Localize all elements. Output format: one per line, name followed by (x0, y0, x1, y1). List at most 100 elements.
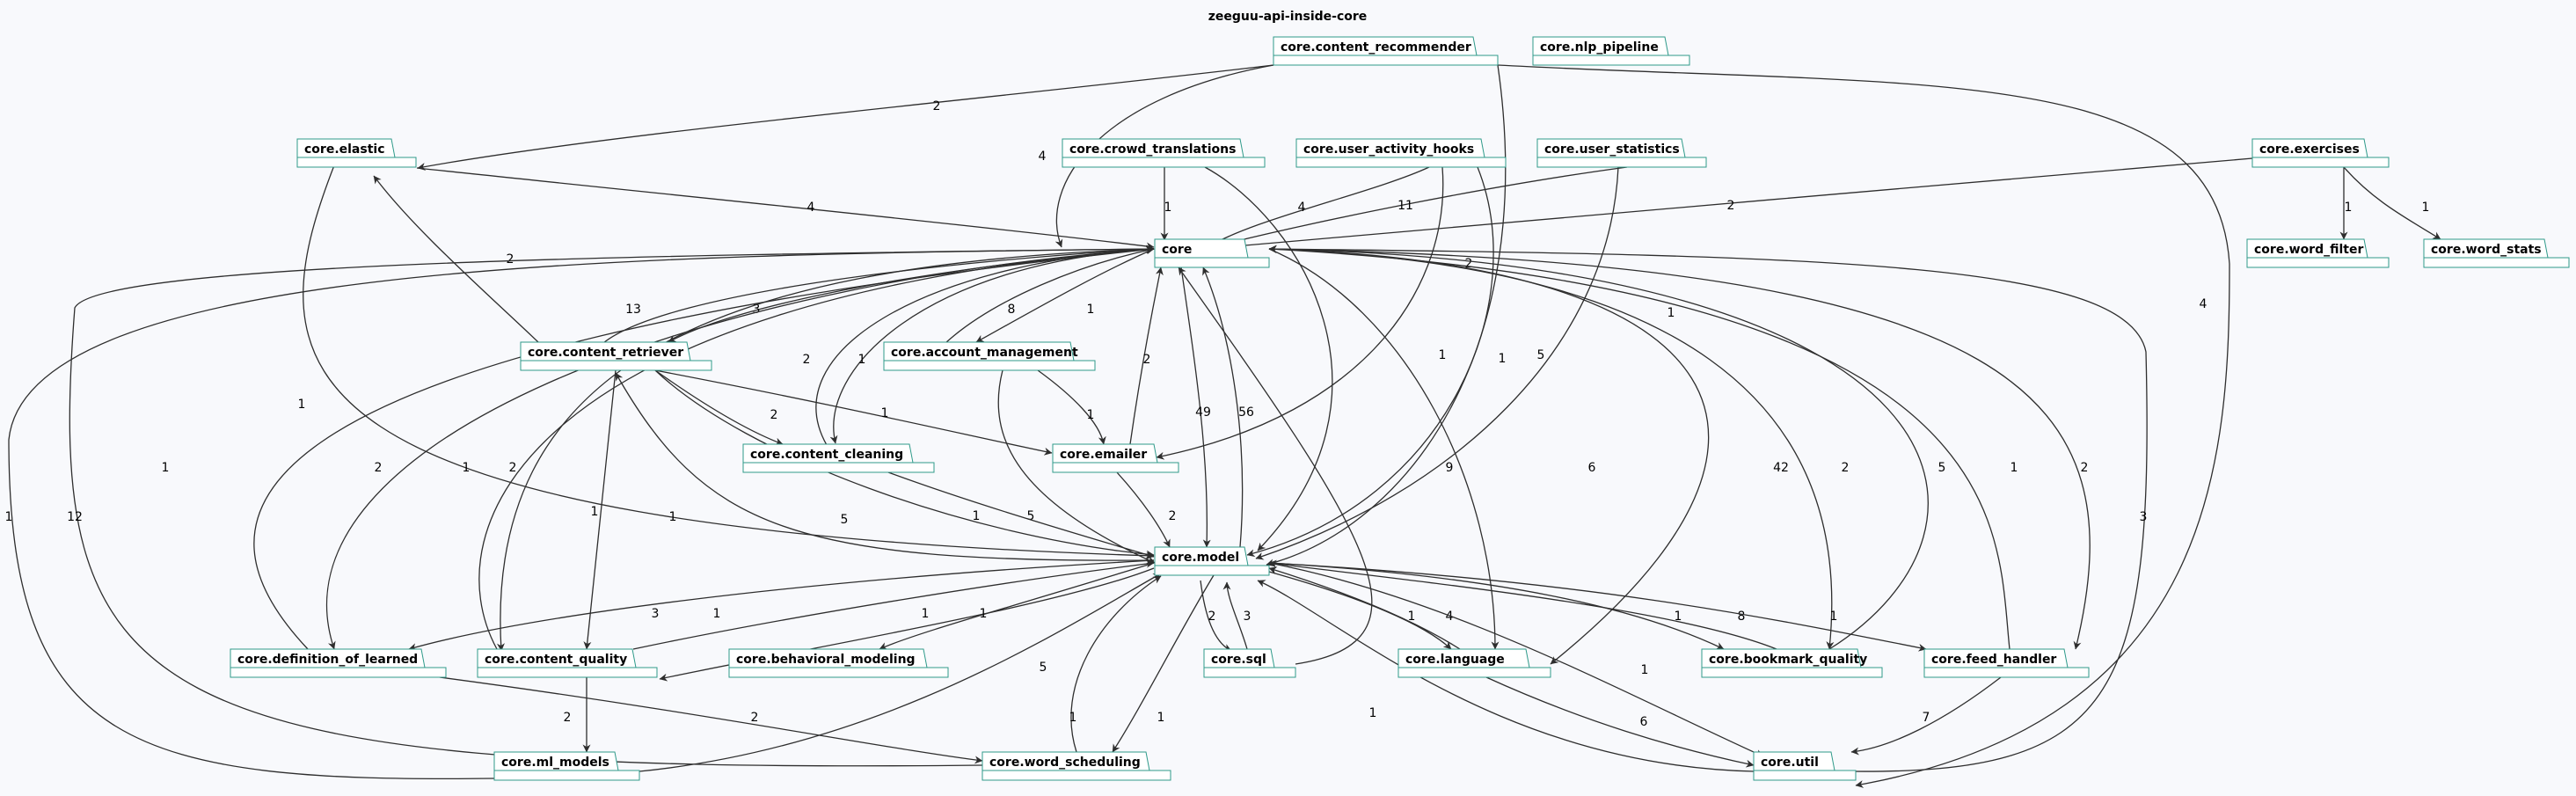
package-user-activity-hooks[interactable]: core.user_activity_hooks (1295, 138, 1507, 168)
dependency-edge: 1 (162, 245, 1155, 650)
package-shape (1062, 138, 1266, 168)
package-shape (2251, 138, 2390, 168)
package-user-statistics[interactable]: core.user_statistics (1536, 138, 1707, 168)
package-content-recommender[interactable]: core.content_recommender (1273, 36, 1499, 66)
dependency-edge: 2 (1156, 166, 1472, 460)
dependency-arrow (1156, 166, 1444, 460)
dependency-count-label: 1 (463, 461, 471, 475)
package-shape (1536, 138, 1707, 168)
dependency-arrow (8, 245, 1155, 779)
dependency-count-label: 2 (375, 461, 383, 475)
dependency-count-label: 56 (1238, 405, 1254, 420)
package-shape (520, 341, 712, 371)
dependency-count-label: 2 (2081, 461, 2089, 475)
dependency-arrow (1268, 562, 1764, 757)
dependency-count-label: 2 (933, 99, 941, 113)
package-name: core.user_activity_hooks (1303, 142, 1474, 157)
dependency-count-label: 3 (652, 607, 660, 621)
dependency-edge: 11 (1204, 166, 1628, 252)
dependency-count-label: 1 (881, 406, 889, 420)
package-name: core.behavioral_modeling (736, 653, 916, 667)
package-definition-of-learned[interactable]: core.definition_of_learned (230, 648, 447, 678)
dependency-arrow (408, 559, 1155, 652)
package-shape (883, 341, 1096, 371)
dependency-count-label: 2 (751, 711, 759, 725)
dependency-count-label: 8 (1738, 610, 1746, 624)
dependency-edge: 5 (639, 573, 1162, 772)
dependency-arrow (1497, 64, 2230, 788)
dependency-arrow (602, 245, 1155, 344)
dependency-count-label: 2 (564, 711, 572, 725)
package-bookmark-quality[interactable]: core.bookmark_quality (1701, 648, 1883, 678)
package-name: core.user_statistics (1544, 142, 1680, 157)
package-nlp-pipeline[interactable]: core.nlp_pipeline (1532, 36, 1690, 66)
dependency-edge: 9 (1178, 267, 1454, 665)
package-util[interactable]: core.util (1753, 751, 1857, 781)
dependency-arrow (326, 248, 1155, 650)
dependency-arrow (654, 369, 1155, 559)
dependency-edge: 3 (408, 559, 1155, 652)
dependency-edge: 2 (654, 369, 784, 446)
dependency-count-label: 1 (858, 353, 866, 367)
package-content-cleaning[interactable]: core.content_cleaning (742, 443, 935, 473)
dependency-arrow (1268, 562, 1927, 652)
package-shape (1295, 138, 1507, 168)
dependency-edge: 8 (1268, 559, 1777, 650)
package-language[interactable]: core.language (1397, 648, 1551, 678)
dependency-arrow (997, 369, 1156, 564)
package-shape (728, 648, 949, 678)
dependency-count-label: 1 (1087, 408, 1095, 422)
dependency-arrow (1200, 580, 1232, 652)
dependency-count-label: 9 (1446, 461, 1454, 475)
package-sql[interactable]: core.sql (1203, 648, 1296, 678)
dependency-arrow (1850, 676, 2002, 756)
dependency-count-label: 1 (1641, 663, 1649, 677)
package-feed-handler[interactable]: core.feed_handler (1923, 648, 2090, 678)
dependency-edge: 1 (654, 369, 1053, 456)
dependency-arrow (1268, 562, 1725, 650)
package-name: core.nlp_pipeline (1540, 40, 1659, 55)
dependency-count-label: 49 (1195, 405, 1211, 420)
dependency-count-label: 1 (980, 607, 988, 621)
dependency-edge: 12 (67, 245, 1155, 767)
dependency-edge: 1 (1268, 562, 1764, 757)
dependency-edge: 1 (659, 567, 1155, 682)
package-shape (1701, 648, 1883, 678)
dependency-edge: 3 (1222, 581, 1251, 650)
dependency-count-label: 1 (1157, 711, 1165, 725)
package-ml-models[interactable]: core.ml_models (493, 751, 640, 781)
package-shape (1923, 648, 2090, 678)
dependency-count-label: 1 (669, 510, 677, 524)
package-content-retriever[interactable]: core.content_retriever (520, 341, 712, 371)
package-word-stats[interactable]: core.word_stats (2423, 238, 2570, 268)
dependency-edge: 2 (1129, 267, 1164, 445)
dependency-count-label: 11 (1397, 199, 1413, 213)
package-exercises[interactable]: core.exercises (2251, 138, 2390, 168)
package-elastic[interactable]: core.elastic (296, 138, 417, 168)
package-account-management[interactable]: core.account_management (883, 341, 1096, 371)
package-name: core.ml_models (501, 756, 609, 770)
dependency-edge: 2 (1204, 157, 2253, 252)
dependency-arrow (659, 567, 1155, 682)
dependency-edge: 1 (1257, 580, 1755, 772)
package-content-quality[interactable]: core.content_quality (477, 648, 658, 678)
dependency-count-label: 1 (298, 398, 306, 412)
package-word-scheduling[interactable]: core.word_scheduling (982, 751, 1171, 781)
dependency-arrow (1037, 369, 1106, 445)
dependency-count-label: 2 (1842, 461, 1850, 475)
package-shape (296, 138, 417, 168)
package-emailer[interactable]: core.emailer (1052, 443, 1179, 473)
dependency-arrow (654, 369, 1053, 456)
package-word-filter[interactable]: core.word_filter (2246, 238, 2390, 268)
dependency-arrow (1178, 267, 1373, 665)
dependency-edge: 1 (2339, 167, 2352, 240)
package-name: core.word_scheduling (989, 756, 1141, 770)
dependency-edge: 1 (632, 559, 1155, 650)
dependency-arrow (1129, 267, 1164, 445)
package-model[interactable]: core.model (1154, 546, 1270, 576)
dependency-count-label: 2 (509, 461, 517, 475)
package-behavioral-modeling[interactable]: core.behavioral_modeling (728, 648, 949, 678)
package-crowd-translations[interactable]: core.crowd_translations (1062, 138, 1266, 168)
dependency-count-label: 1 (5, 510, 13, 524)
package-core[interactable]: core (1154, 238, 1270, 268)
